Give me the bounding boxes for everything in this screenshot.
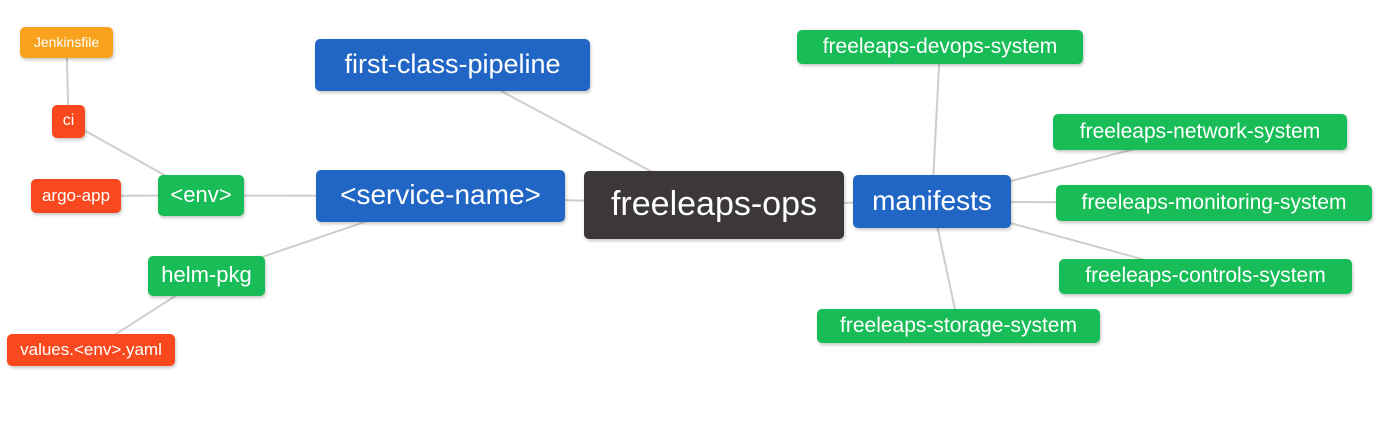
node-storage-system[interactable]: freeleaps-storage-system bbox=[817, 309, 1100, 343]
node-freeleaps-ops[interactable]: freeleaps-ops bbox=[584, 171, 844, 239]
node-ci[interactable]: ci bbox=[52, 105, 85, 138]
node-manifests[interactable]: manifests bbox=[853, 175, 1011, 228]
node-devops-system[interactable]: freeleaps-devops-system bbox=[797, 30, 1083, 64]
node-first-class-pipeline[interactable]: first-class-pipeline bbox=[315, 39, 590, 91]
node-jenkinsfile[interactable]: Jenkinsfile bbox=[20, 27, 113, 58]
node-controls-system[interactable]: freeleaps-controls-system bbox=[1059, 259, 1352, 294]
node-helm-pkg[interactable]: helm-pkg bbox=[148, 256, 265, 296]
node-argo-app[interactable]: argo-app bbox=[31, 179, 121, 213]
node-env[interactable]: <env> bbox=[158, 175, 244, 216]
node-network-system[interactable]: freeleaps-network-system bbox=[1053, 114, 1347, 150]
node-values-env-yaml[interactable]: values.<env>.yaml bbox=[7, 334, 175, 366]
node-monitoring-system[interactable]: freeleaps-monitoring-system bbox=[1056, 185, 1372, 221]
node-service-name[interactable]: <service-name> bbox=[316, 170, 565, 222]
